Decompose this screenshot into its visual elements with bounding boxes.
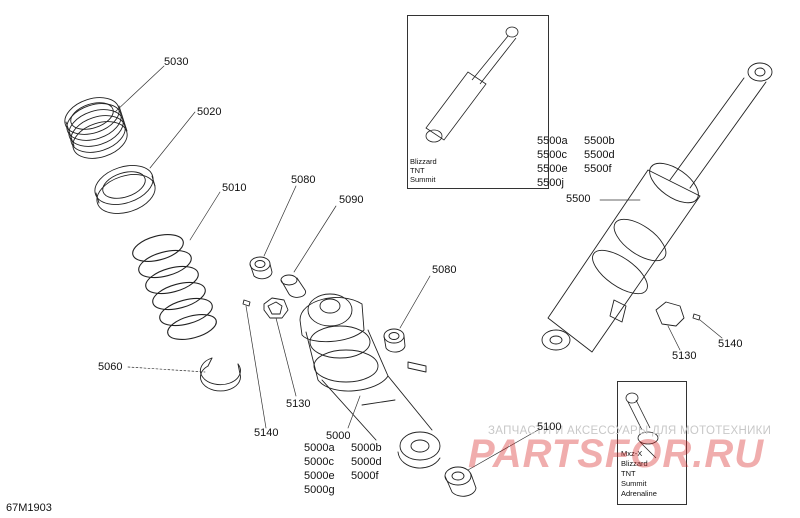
variant-5000d: 5000d (351, 456, 382, 468)
part-5140-screw-right (692, 313, 701, 321)
variant-5500j: 5500j (537, 177, 564, 189)
part-5100-bushing (444, 466, 477, 497)
part-5080-bushing-right (383, 328, 406, 353)
part-5080-bushing-left (249, 256, 273, 280)
diagram-id: 67M1903 (6, 502, 52, 514)
part-5060-clip (199, 357, 241, 392)
part-5090-spacer (280, 274, 307, 298)
callout-5140-right: 5140 (718, 338, 743, 350)
variant-5500e: 5500e (537, 163, 568, 175)
inset-bottom-model-3: TNT (621, 469, 636, 478)
callout-5060: 5060 (98, 361, 123, 373)
part-5000-shock (299, 293, 441, 469)
callout-5130-right: 5130 (672, 350, 697, 362)
watermark-tagline: ЗАПЧАСТИ И АКСЕССУАРЫ ДЛЯ МОТОТЕХНИКИ (488, 425, 772, 437)
callout-5010: 5010 (222, 182, 247, 194)
variant-5500a: 5500a (537, 135, 568, 147)
inset-bottom-model-4: Summit (621, 479, 647, 488)
part-5010-spring (132, 234, 217, 340)
part-5500-shock (541, 62, 773, 353)
leader-lines (114, 65, 723, 471)
inset-top-model-3: Summit (410, 175, 436, 184)
variant-5000f: 5000f (351, 470, 379, 482)
variant-5500d: 5500d (584, 149, 615, 161)
callout-5140-center: 5140 (254, 427, 279, 439)
inset-bottom-model-5: Adrenaline (621, 489, 657, 498)
variant-5000b: 5000b (351, 442, 382, 454)
part-5130-nut-center (263, 297, 289, 319)
callout-5090: 5090 (339, 194, 364, 206)
watermark-logo: PARTSFOR.RU (468, 432, 765, 476)
callout-5030: 5030 (164, 56, 189, 68)
inset-top-model-2: TNT (410, 166, 425, 175)
variant-5000c: 5000c (304, 456, 334, 468)
callout-5080-right: 5080 (432, 264, 457, 276)
inset-bottom-model-2: Blizzard (621, 459, 648, 468)
inset-top-model-1: Blizzard (410, 157, 437, 166)
inset-top-drawing (425, 26, 519, 143)
part-5020-collar (94, 165, 156, 214)
variant-inset-bottom: Mxz-X Blizzard TNT Summit Adrenaline (617, 381, 687, 505)
part-5140-screw-center (242, 299, 251, 307)
variant-5000g: 5000g (304, 484, 335, 496)
variant-5500b: 5500b (584, 135, 615, 147)
callout-5130-center: 5130 (286, 398, 311, 410)
variant-5500c: 5500c (537, 149, 567, 161)
callout-5100: 5100 (537, 421, 562, 433)
variant-5000a: 5000a (304, 442, 335, 454)
callout-5080-left: 5080 (291, 174, 316, 186)
part-5030-rings (64, 97, 128, 159)
callout-5500: 5500 (566, 193, 591, 205)
inset-bottom-model-1: Mxz-X (621, 449, 643, 458)
variant-5000e: 5000e (304, 470, 335, 482)
variant-5500f: 5500f (584, 163, 612, 175)
inset-bottom-drawing (625, 392, 659, 459)
variant-inset-top: Blizzard TNT Summit (407, 15, 549, 189)
callout-5000: 5000 (326, 430, 351, 442)
part-5130-nut-right (655, 301, 685, 327)
callout-5020: 5020 (197, 106, 222, 118)
